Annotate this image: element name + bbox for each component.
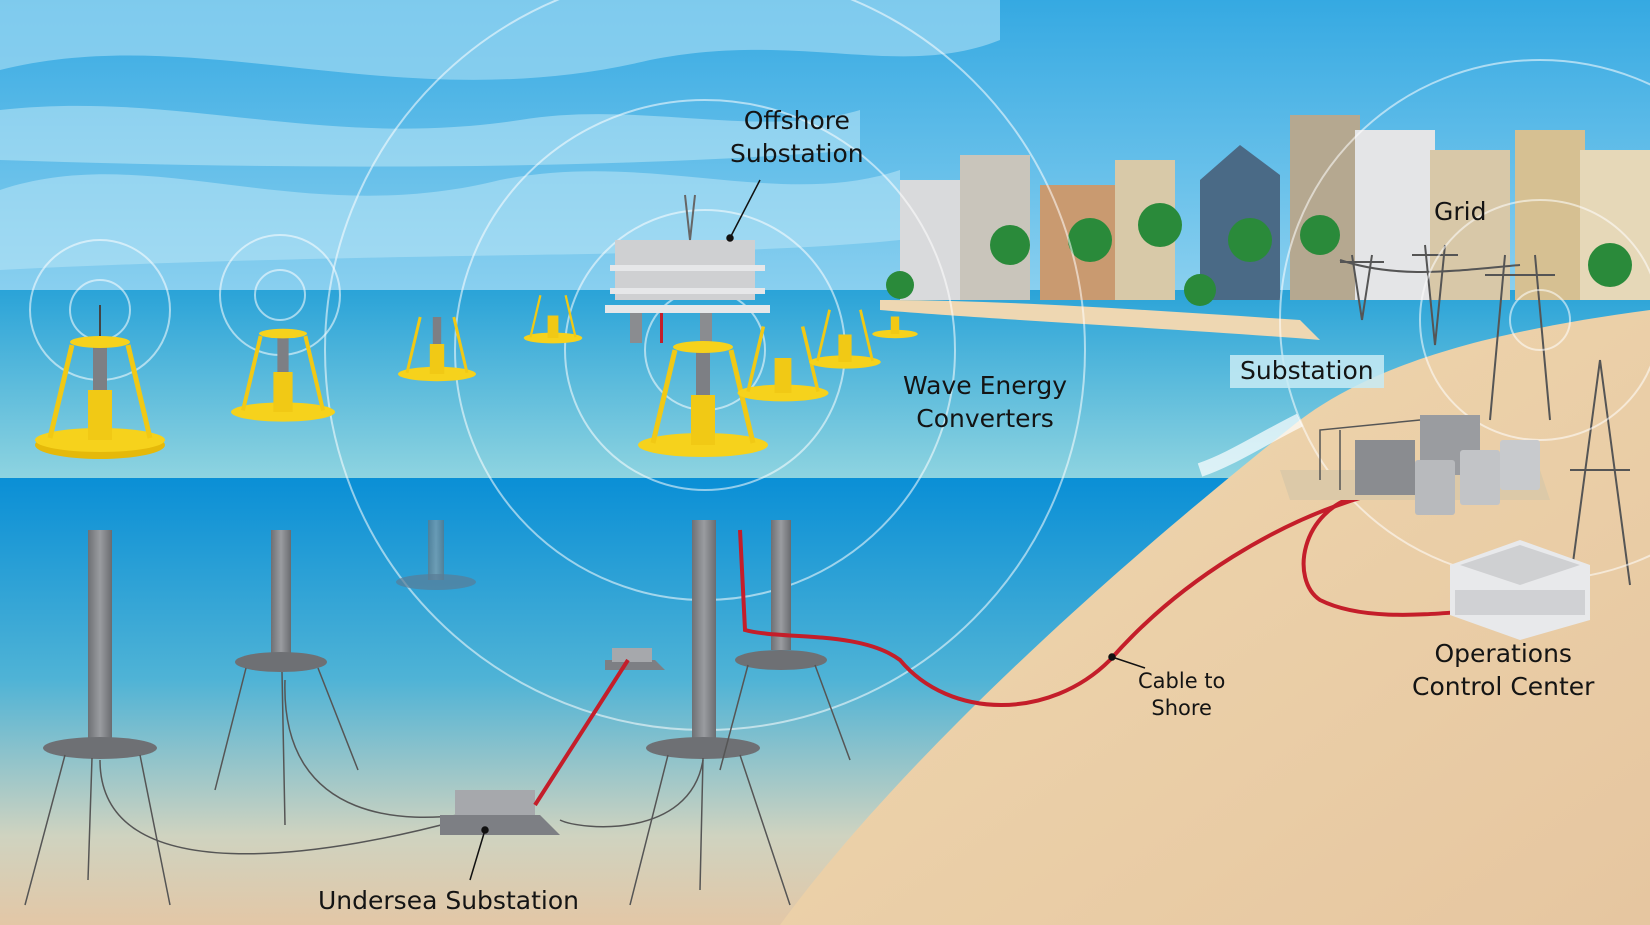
underwater-pylons [24, 520, 851, 906]
operations-building [1450, 540, 1590, 640]
wave-energy-converters-label: Wave Energy Converters [903, 370, 1067, 435]
buoy [231, 328, 335, 422]
offshore-substation-label: Offshore Substation [730, 105, 864, 170]
offshore-substation-line2: Substation [730, 138, 864, 168]
cable-to-shore-label: Cable to Shore [1138, 668, 1225, 723]
buoy [809, 309, 881, 369]
operations-control-center-line1: Operations [1434, 639, 1572, 668]
buoy [737, 326, 829, 402]
offshore-substation-line1: Offshore [743, 106, 850, 135]
buoy [872, 316, 918, 339]
buoy [398, 316, 476, 382]
palm-trees [886, 203, 1632, 306]
clouds [0, 0, 1000, 80]
cable-to-shore-line2: Shore [1151, 696, 1212, 721]
grid-label: Grid [1434, 197, 1487, 226]
buoy [523, 294, 583, 344]
buoy [638, 341, 768, 457]
undersea-substation-label: Undersea Substation [318, 886, 579, 915]
buoy [35, 305, 165, 459]
wave-energy-buoys [35, 294, 918, 459]
power-cables [533, 493, 1461, 807]
operations-control-center-line2: Control Center [1412, 671, 1595, 701]
cable-to-shore-line1: Cable to [1138, 669, 1226, 693]
undersea-substation [440, 648, 665, 835]
callout-lines [469, 179, 1146, 881]
onshore-substation [1280, 415, 1550, 515]
substation-label: Substation [1230, 355, 1384, 388]
wave-energy-converters-line1: Wave Energy [903, 371, 1068, 400]
offshore-platform [605, 194, 770, 343]
operations-control-center-label: Operations Control Center [1412, 638, 1594, 703]
wave-energy-converters-line2: Converters [916, 403, 1054, 433]
